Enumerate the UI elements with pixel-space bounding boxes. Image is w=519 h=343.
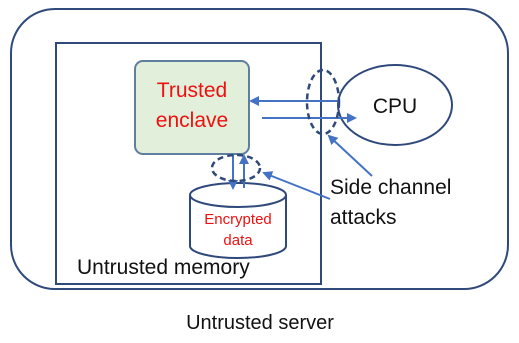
encrypted-data-line1: Encrypted <box>204 211 272 228</box>
trusted-enclave-line1: Trusted <box>157 79 227 102</box>
attack-arrow-to-memory-link <box>262 171 331 200</box>
untrusted-memory-label: Untrusted memory <box>77 256 250 279</box>
cpu-label: CPU <box>373 95 417 118</box>
trusted-enclave-box <box>134 60 250 155</box>
trusted-enclave-line2: enclave <box>156 109 228 132</box>
cpu-link-side-channel-ellipse <box>305 68 341 136</box>
encrypted-data-cylinder-top <box>189 182 287 208</box>
encrypted-data-line2: data <box>223 232 253 249</box>
attack-arrow-to-cpu-link <box>327 134 373 177</box>
untrusted-server-label: Untrusted server <box>186 312 334 334</box>
side-channel-label-line1: Side channel <box>330 176 451 199</box>
encrypted-data-cylinder-body <box>189 195 287 259</box>
memory-link-side-channel-ellipse <box>210 153 262 183</box>
side-channel-label-line2: attacks <box>330 206 397 229</box>
